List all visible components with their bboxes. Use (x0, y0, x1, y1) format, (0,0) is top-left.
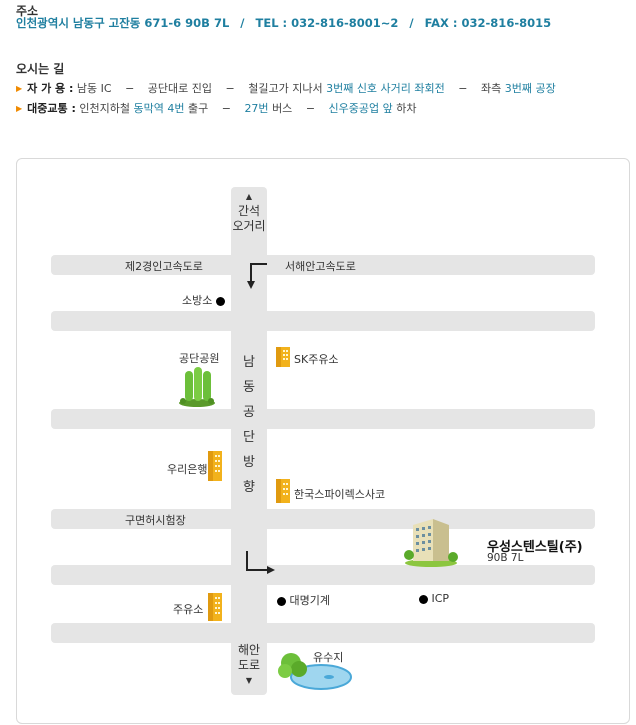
company-lot: 90B 7L (487, 552, 524, 564)
car-highlight: 3번째 신호 사거리 좌회전 (326, 82, 445, 95)
expressway2-label: 제2경인고속도로 (125, 260, 203, 273)
location-dot-icon (419, 594, 428, 604)
park-trees-icon (179, 367, 215, 407)
separator: / (240, 16, 245, 30)
turn-arrow-icon (246, 551, 275, 574)
westcoast-label: 서해안고속도로 (285, 260, 356, 273)
south-road-label: 해안 도로 ▼ (231, 643, 267, 688)
down-arrow-icon: ▼ (245, 676, 253, 685)
fire-station-marker: 소방소 (182, 292, 225, 308)
reservoir-label: 유수지 (313, 651, 344, 664)
gas-station-label: 주유소 (173, 603, 204, 616)
address-text: 인천광역시 남동구 고잔동 671-6 90B 7L (16, 16, 230, 30)
car-highlight: 3번째 공장 (504, 82, 556, 95)
tel-number: 032-816-8001~2 (291, 16, 399, 30)
map-panel: ▲ 간석 오거리 해안 도로 ▼ 남 동 공 단 방 향 제2경인고속도로 서해… (16, 158, 630, 724)
fax-number: 032-816-8015 (461, 16, 552, 30)
road-h2 (51, 311, 595, 331)
tel-label: TEL : (255, 16, 288, 30)
company-building-icon (404, 519, 458, 567)
company-name: 우성스텐스틸(주) (487, 540, 583, 555)
turn-arrow-icon (247, 263, 267, 289)
road-h3 (51, 409, 595, 429)
road-expressway (51, 255, 595, 275)
park-label: 공단공원 (179, 352, 220, 365)
woori-bank-label: 우리은행 (167, 463, 208, 476)
directions-car: ▶자 가 용 : 남동 IC − 공단대로 진입 − 철길고가 지나서 3번째 … (16, 82, 556, 95)
address-heading: 주소 (16, 4, 39, 18)
separator: / (409, 16, 414, 30)
bullet-arrow-icon: ▶ (16, 104, 23, 113)
building-icon (208, 451, 222, 481)
car-step: 공단대로 진입 (147, 82, 213, 95)
directions-transit: ▶대중교통 : 인천지하철 동막역 4번 출구 − 27번 버스 − 신우중공업… (16, 102, 417, 115)
car-step: 남동 IC (76, 82, 112, 95)
fax-label: FAX : (424, 16, 458, 30)
top-road-name: 간석 오거리 (232, 204, 266, 233)
bullet-arrow-icon: ▶ (16, 84, 23, 93)
building-icon (276, 479, 290, 503)
directions-heading: 오시는 길 (16, 62, 65, 76)
car-step: 좌측 (480, 82, 502, 95)
road-h5 (51, 565, 595, 585)
gumyeon-label: 구면허시험장 (125, 514, 186, 527)
address-line: 인천광역시 남동구 고잔동 671-6 90B 7L / TEL : 032-8… (16, 15, 551, 31)
road-gumyeon (51, 509, 595, 529)
road-h6 (51, 623, 595, 643)
icp-marker: ICP (419, 592, 449, 605)
bottom-road-name: 해안 도로 (237, 643, 261, 672)
north-road-label: ▲ 간석 오거리 (231, 189, 267, 234)
car-step: 철길고가 지나서 (248, 82, 323, 95)
transit-label: 대중교통 : (27, 102, 76, 115)
reservoir-icon (278, 653, 352, 690)
direction-vertical-label: 남 동 공 단 방 향 (243, 355, 255, 495)
daemyung-marker: 대명기계 (277, 592, 330, 608)
korea-spirax-label: 한국스파이렉스사코 (294, 488, 386, 501)
location-dot-icon (277, 596, 286, 606)
up-arrow-icon: ▲ (245, 192, 253, 201)
building-icon (276, 347, 290, 367)
sk-gas-label: SK주유소 (294, 353, 339, 366)
building-icon (208, 593, 222, 621)
location-dot-icon (215, 296, 225, 306)
car-label: 자 가 용 : (27, 82, 74, 95)
